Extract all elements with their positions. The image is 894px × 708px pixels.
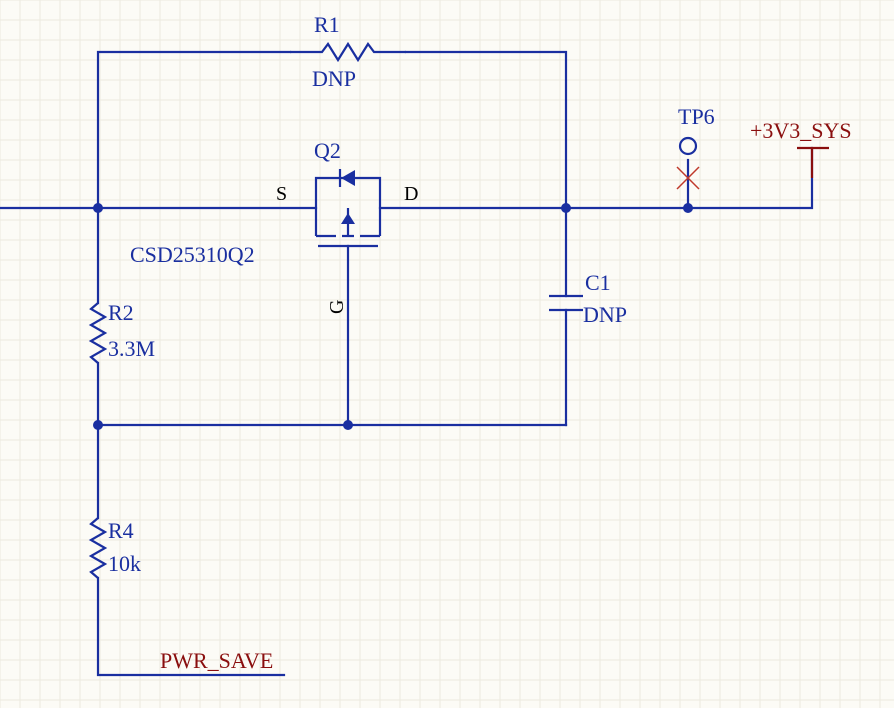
c1-value: DNP — [583, 302, 627, 327]
junction-dot — [93, 203, 103, 213]
resistor-r1-symbol[interactable] — [290, 41, 406, 63]
wire-r1-loop[interactable] — [96, 50, 568, 210]
q2-pin-g: G — [326, 300, 348, 314]
r1-value: DNP — [312, 66, 356, 91]
power-port-symbol[interactable] — [797, 146, 829, 178]
r2-value: 3.3M — [108, 336, 155, 361]
wires — [0, 50, 814, 677]
resistor-r4-symbol[interactable] — [88, 517, 108, 579]
resistor-r2-symbol[interactable] — [88, 302, 108, 364]
junction-dot — [683, 203, 693, 213]
capacitor-c1-symbol[interactable] — [549, 294, 583, 312]
c1-ref: C1 — [585, 270, 611, 295]
r2-ref: R2 — [108, 300, 134, 325]
q2-ref: Q2 — [314, 138, 341, 163]
wire-drain-to-power[interactable] — [378, 146, 814, 210]
junction-dot — [93, 420, 103, 430]
pwr-save-net-label: PWR_SAVE — [160, 648, 273, 673]
q2-pin-d: D — [404, 183, 418, 205]
r1-ref: R1 — [314, 12, 340, 37]
q2-pin-s: S — [276, 183, 287, 205]
junctions — [93, 203, 693, 430]
tp6-ref: TP6 — [678, 104, 715, 129]
power-net-label: +3V3_SYS — [750, 118, 852, 143]
no-connect-icon — [676, 166, 700, 190]
test-point-tp6-symbol[interactable] — [678, 136, 698, 156]
mosfet-q2-symbol[interactable] — [314, 169, 382, 248]
q2-part-number: CSD25310Q2 — [130, 242, 255, 267]
junction-dot — [561, 203, 571, 213]
r4-value: 10k — [108, 551, 141, 576]
mosfet-body-diode-icon — [341, 170, 355, 186]
wire-pwr-save[interactable] — [96, 576, 286, 677]
junction-dot — [343, 420, 353, 430]
mosfet-channel-arrow-icon — [341, 213, 355, 224]
r4-ref: R4 — [108, 518, 134, 543]
